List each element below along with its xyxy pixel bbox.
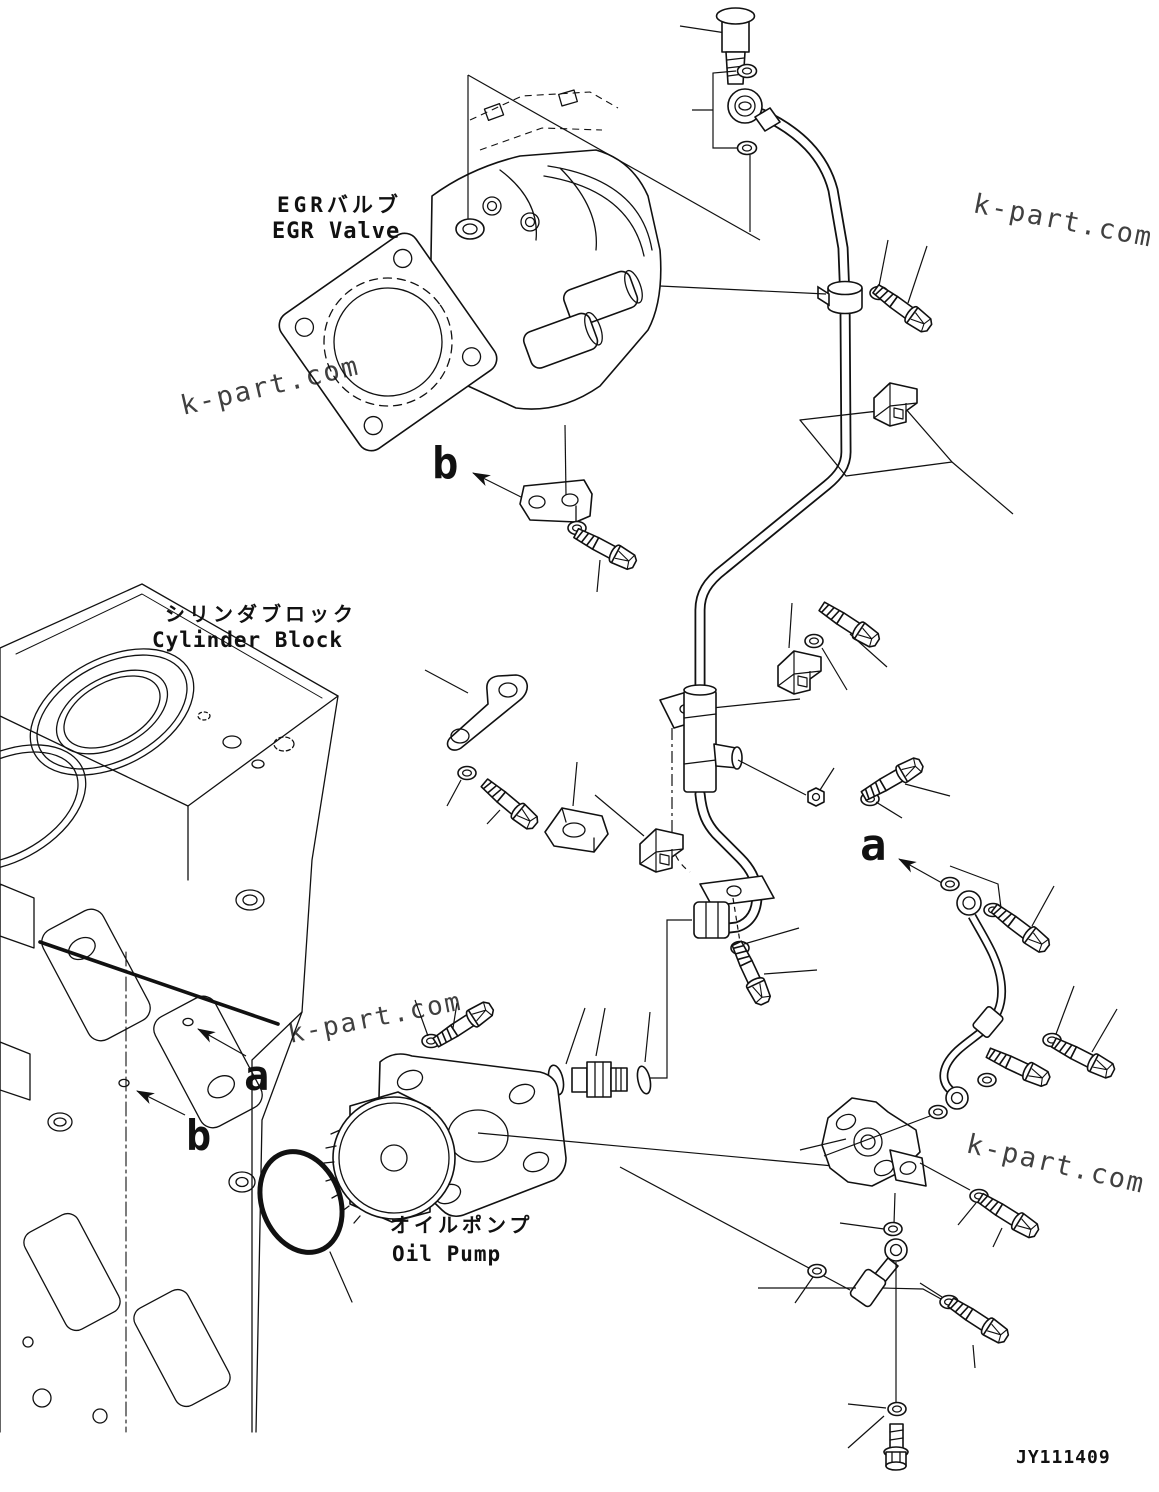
- tube-nut: [693, 901, 730, 939]
- watermark: k-part.com: [971, 188, 1156, 253]
- cylinder-block-label-en: Cylinder Block: [152, 628, 343, 652]
- top-plug-assembly: [679, 7, 781, 232]
- hex-bolt: [858, 753, 927, 806]
- washer: [883, 1221, 903, 1237]
- washer: [804, 633, 824, 649]
- tube-band-clamp: [817, 280, 863, 315]
- main-oil-tube: [694, 108, 852, 934]
- right-oil-tube: [939, 890, 1007, 1110]
- cylinder-block: [0, 583, 353, 1433]
- washer: [940, 876, 960, 892]
- hex-bolt: [987, 899, 1054, 957]
- hex-nipple: [571, 1061, 628, 1098]
- view-b-label: b: [432, 438, 459, 489]
- tee-fitting: [683, 684, 743, 793]
- banjo-fitting: [727, 88, 781, 132]
- tube-clamp-plate: [699, 875, 775, 907]
- hex-bolt: [974, 1189, 1043, 1242]
- o-ring: [736, 63, 758, 79]
- hex-bolt: [815, 597, 884, 652]
- stud-bolt: [883, 1423, 909, 1471]
- washer: [887, 1401, 907, 1417]
- egr-valve-assembly: [278, 89, 662, 452]
- plug-bolt: [715, 7, 756, 85]
- svg-text:k-part.com: k-part.com: [963, 1129, 1148, 1200]
- oil-pump-label-jp: オイルポンプ: [390, 1213, 533, 1237]
- oil-pump-label-en: Oil Pump: [392, 1242, 501, 1266]
- view-a-label: a: [244, 1051, 269, 1100]
- washer: [977, 1072, 997, 1088]
- drawing-number: JY111409: [1016, 1447, 1111, 1468]
- hex-plug: [807, 787, 825, 807]
- nipple-fitting-group: [547, 1007, 652, 1098]
- adapter-block: [821, 1097, 927, 1187]
- cylinder-bore: [0, 744, 87, 872]
- l-bracket: [519, 479, 593, 523]
- hex-bolt: [570, 523, 640, 574]
- cylinder-bore: [29, 648, 195, 776]
- svg-text:k-part.com: k-part.com: [971, 188, 1156, 253]
- watermark: k-part.com: [178, 351, 363, 422]
- cylinder-block-label-jp: シリンダブロック: [165, 602, 357, 626]
- view-b-arrow: [472, 472, 526, 500]
- hex-bolt: [944, 1293, 1013, 1348]
- washer: [807, 1263, 827, 1279]
- egr-valve-label-jp: EGRバルブ: [277, 193, 402, 217]
- o-ring-large: [257, 1149, 345, 1255]
- view-a-label: a: [860, 820, 887, 871]
- view-b-arrow: [136, 1090, 186, 1116]
- hex-bolt: [869, 280, 936, 337]
- svg-text:k-part.com: k-part.com: [178, 351, 363, 422]
- view-b-label: b: [186, 1111, 211, 1160]
- view-a-arrow: [898, 858, 943, 884]
- tube-clip: [639, 828, 684, 873]
- o-ring: [736, 140, 758, 156]
- watermark: k-part.com: [963, 1129, 1148, 1200]
- view-a-arrow: [197, 1028, 247, 1057]
- z-bracket: [544, 807, 609, 853]
- egr-valve-label-en: EGR Valve: [272, 219, 400, 244]
- hex-bolt: [1048, 1033, 1118, 1082]
- egr-mounting-flange: [278, 232, 498, 452]
- elbow-fitting: [849, 1238, 908, 1308]
- tube-clip: [777, 650, 822, 695]
- washer: [928, 1104, 948, 1120]
- link-arm: [446, 674, 528, 751]
- pump-gear: [323, 1091, 456, 1224]
- washer: [457, 765, 477, 781]
- oil-pump: [323, 1053, 856, 1224]
- o-ring: [636, 1065, 652, 1095]
- tube-clip: [873, 382, 918, 427]
